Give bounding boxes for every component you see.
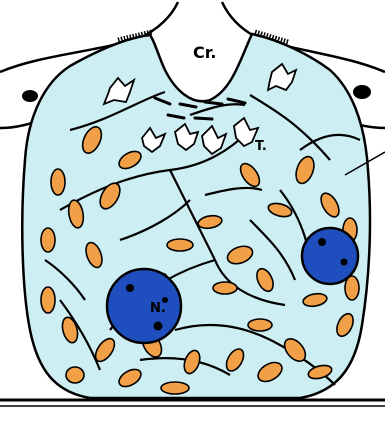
nucleus-right (302, 228, 358, 284)
nucleus-left (107, 269, 181, 343)
label-tubule: T. (255, 139, 267, 154)
label-nucleus: N. (150, 301, 166, 316)
label-crypt: Cr. (193, 43, 216, 62)
